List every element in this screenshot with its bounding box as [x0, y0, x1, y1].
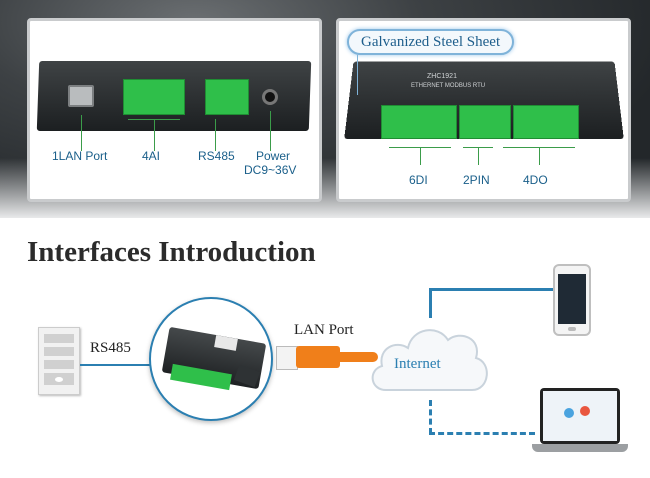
pin-label: 2PIN: [463, 173, 490, 187]
di-bracket-down: [420, 147, 421, 165]
lan-cable-tail: [336, 352, 378, 362]
di-label: 6DI: [409, 173, 428, 187]
gateway-device-circle: [149, 297, 273, 421]
do-label: 4DO: [523, 173, 548, 187]
rs485-port-label: RS485: [198, 149, 235, 163]
do-terminal-block: [513, 105, 579, 139]
rs485-device-icon: [38, 327, 80, 395]
galvanized-sheet-callout: Galvanized Steel Sheet: [347, 29, 515, 55]
device-model-text: ZHC1921: [427, 73, 457, 80]
do-bracket-down: [539, 147, 540, 165]
cloud-to-phone-horizontal: [429, 288, 555, 291]
rs485-link: [80, 364, 150, 366]
power-jack: [262, 89, 278, 105]
front-interfaces-panel: 1LAN Port 4AI RS485 Power DC9~36V: [27, 18, 322, 202]
cloud-to-laptop-vertical: [429, 400, 432, 434]
section-headline: Interfaces Introduction: [27, 236, 316, 268]
power-voltage-label: DC9~36V: [244, 163, 297, 177]
callout-lead: [357, 55, 358, 95]
laptop-icon: [532, 388, 628, 458]
lan-jack: [68, 85, 94, 107]
rs485-lead: [215, 119, 216, 151]
device-protocol-text: ETHERNET MODBUS RTU: [411, 83, 486, 89]
cloud-to-phone-vertical: [429, 288, 432, 318]
smartphone-icon: [553, 264, 591, 336]
lan-port-link-label: LAN Port: [294, 322, 354, 338]
rs485-terminal-block: [205, 79, 249, 115]
power-lead: [270, 111, 271, 151]
pin-bracket-down: [478, 147, 479, 165]
rear-interfaces-panel: ZHC1921 ETHERNET MODBUS RTU Galvanized S…: [336, 18, 631, 202]
internet-label: Internet: [394, 356, 441, 372]
rs485-link-label: RS485: [90, 340, 131, 356]
ai-lead-down: [154, 119, 155, 151]
lan-port-label: 1LAN Port: [52, 149, 108, 163]
ai-terminal-block: [123, 79, 185, 115]
cloud-to-laptop-horizontal: [429, 432, 535, 435]
internet-cloud-icon: [371, 329, 488, 391]
power-label: Power: [256, 149, 291, 163]
rj45-plug: [276, 346, 298, 370]
di-terminal-block: [381, 105, 457, 139]
ai-label: 4AI: [142, 149, 161, 163]
pin-terminal-block: [459, 105, 511, 139]
product-photo-band: 1LAN Port 4AI RS485 Power DC9~36V ZHC192…: [0, 0, 650, 218]
lan-cable: [296, 346, 340, 368]
lan-lead: [81, 115, 82, 151]
